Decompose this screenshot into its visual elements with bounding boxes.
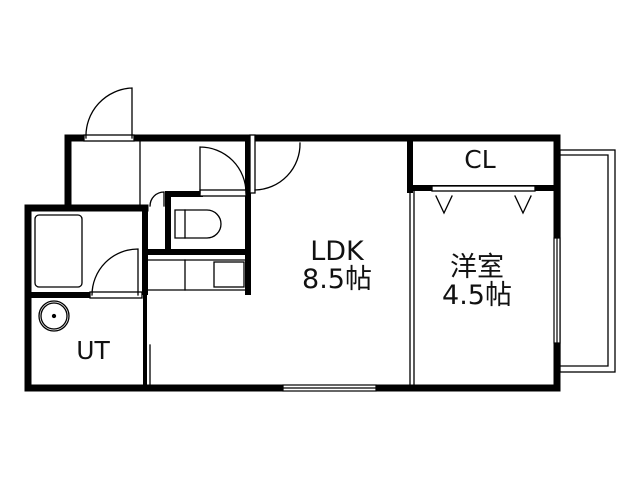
- kitchen-sink: [213, 261, 245, 288]
- room-western-label: 洋室 4.5帖: [422, 252, 532, 312]
- toilet: [174, 209, 222, 239]
- room-ldk-label: LDK 8.5帖: [282, 236, 392, 296]
- room-closet-label: CL: [464, 145, 496, 174]
- wash-basin: [38, 300, 70, 332]
- bottom-window: [282, 384, 377, 392]
- bathtub: [34, 214, 83, 288]
- balcony: [559, 149, 616, 373]
- right-window: [553, 237, 561, 344]
- thin-lines: [139, 140, 536, 386]
- room-ldk-name: LDK: [310, 236, 364, 267]
- room-western-size: 4.5帖: [442, 280, 512, 312]
- room-utility-label: UT: [76, 336, 110, 365]
- room-western-name: 洋室: [450, 252, 504, 283]
- doors: [83, 87, 301, 299]
- room-ldk-size: 8.5帖: [302, 264, 372, 296]
- interior-walls: [25, 135, 560, 298]
